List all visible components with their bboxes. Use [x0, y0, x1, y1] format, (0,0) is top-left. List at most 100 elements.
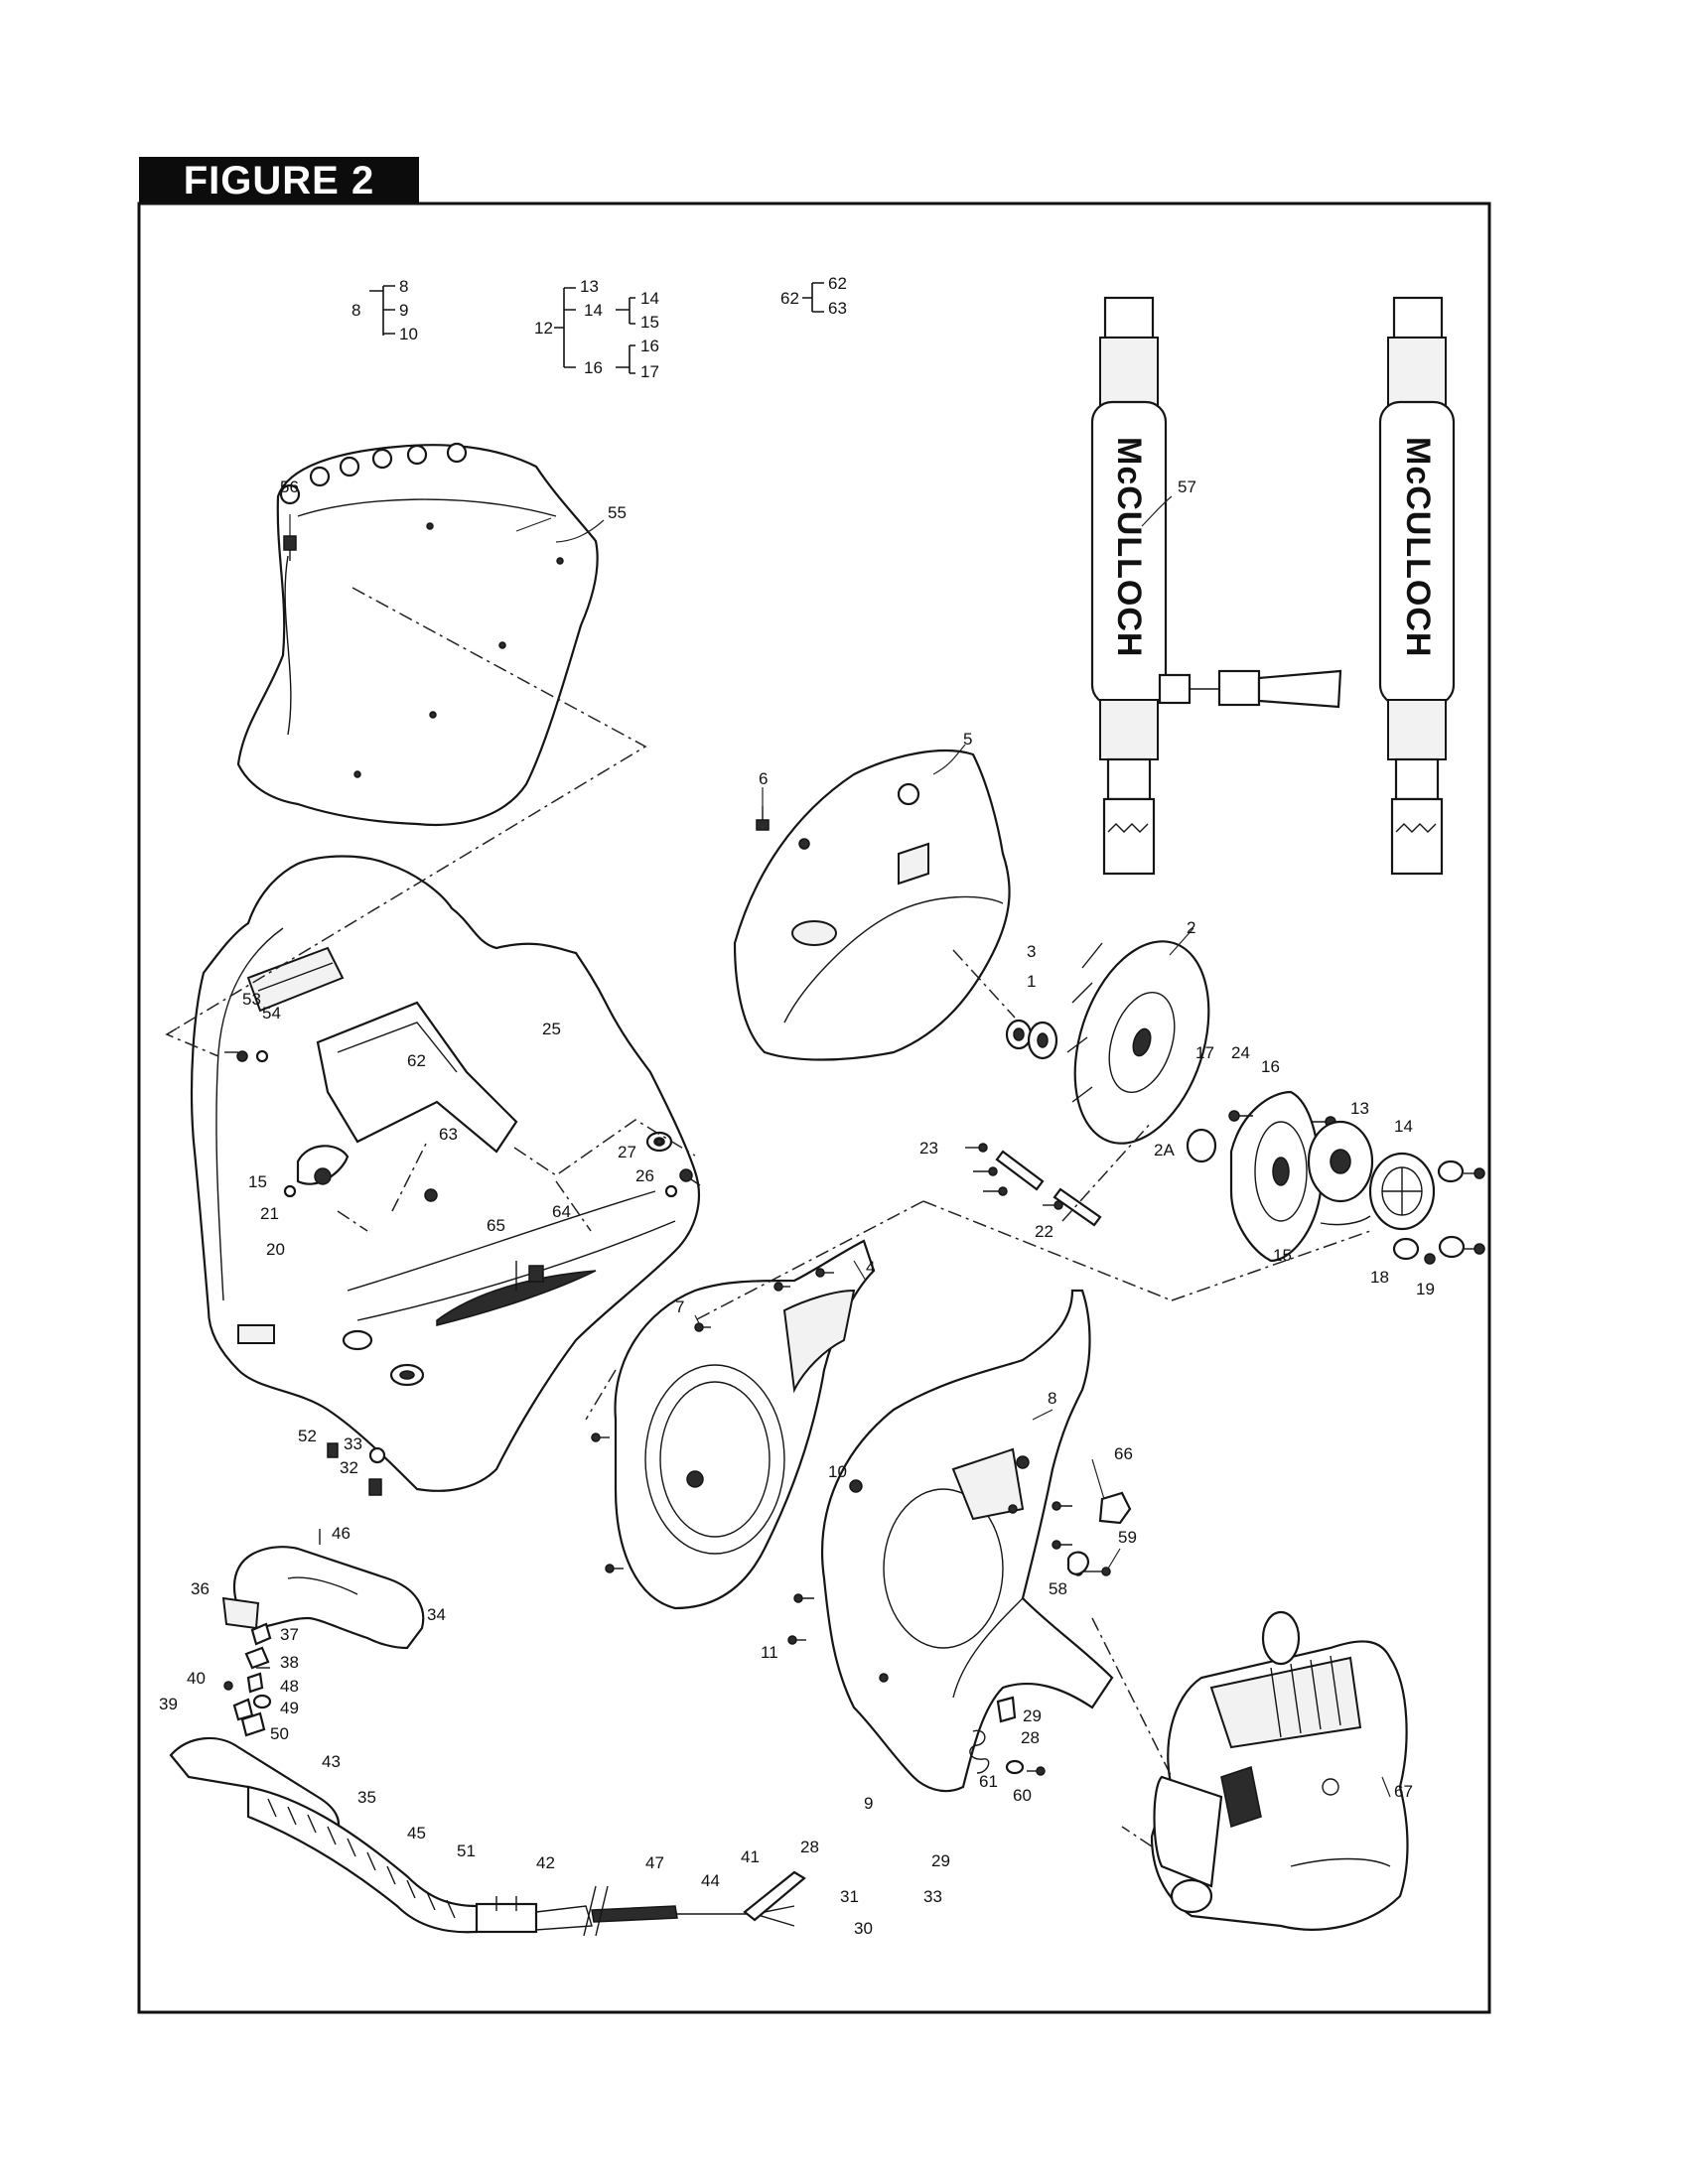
callout-7: 7 — [675, 1297, 684, 1316]
callout-27: 27 — [618, 1143, 636, 1161]
callout-41: 41 — [741, 1847, 760, 1866]
callout-5: 5 — [963, 730, 972, 749]
callout-35: 35 — [357, 1788, 376, 1807]
callout-19: 19 — [1416, 1280, 1435, 1298]
bracket-12-child: 13 — [580, 277, 599, 296]
callout-29: 29 — [931, 1851, 950, 1870]
washers-18-19 — [1392, 1160, 1485, 1265]
callout-40: 40 — [187, 1669, 206, 1688]
bracket-legend-62: 62 62 63 — [780, 274, 847, 318]
screw-6 — [756, 806, 770, 831]
callout-10: 10 — [828, 1462, 847, 1481]
bracket-8-parent: 8 — [351, 301, 360, 320]
strap-logo: McCULLOCH — [1110, 437, 1148, 657]
leader-lines — [289, 495, 1391, 1798]
callout-39: 39 — [159, 1695, 178, 1713]
callout-62: 62 — [407, 1051, 426, 1070]
engine-67 — [1150, 1610, 1409, 1931]
callout-9: 9 — [864, 1794, 873, 1813]
callout-28: 28 — [1021, 1728, 1040, 1747]
callout-37: 37 — [280, 1625, 299, 1644]
callout-15: 15 — [1273, 1246, 1292, 1265]
callout-22: 22 — [1035, 1222, 1053, 1241]
callout-63: 63 — [439, 1125, 458, 1144]
bracket-16-child: 17 — [640, 362, 659, 381]
housing-hardware — [787, 1491, 1132, 1645]
fan-case-4 — [614, 1239, 876, 1610]
callout-48: 48 — [280, 1677, 299, 1696]
backplate-frame-25 — [190, 855, 700, 1492]
starter-housing-16 — [1229, 1090, 1323, 1263]
callout-31: 31 — [840, 1887, 859, 1906]
callout-14: 14 — [1394, 1117, 1413, 1136]
fan-housing-5 — [733, 749, 1011, 1061]
bracket-62-parent: 62 — [780, 289, 799, 308]
callout-59: 59 — [1118, 1528, 1137, 1547]
callout-52: 52 — [298, 1427, 317, 1445]
callout-43: 43 — [322, 1752, 341, 1771]
callout-1: 1 — [1027, 972, 1036, 991]
bracket-legend-8: 8 8 9 10 — [351, 277, 418, 343]
callout-33: 33 — [923, 1887, 942, 1906]
washer-1-nut-3 — [1005, 1019, 1058, 1060]
callout-20: 20 — [266, 1240, 285, 1259]
callout-64: 64 — [552, 1202, 571, 1221]
throttle-trigger-parts — [223, 1622, 272, 1737]
callout-42: 42 — [536, 1853, 555, 1872]
bracket-12-parent: 12 — [534, 319, 553, 338]
handle-34 — [221, 1529, 425, 1650]
shoulder-strap-57: McCULLOCH — [1090, 296, 1192, 876]
callout-60: 60 — [1013, 1786, 1032, 1805]
callout-54: 54 — [262, 1004, 281, 1023]
figure-title: FIGURE 2 — [139, 157, 419, 205]
blower-housing-8 — [820, 1289, 1114, 1793]
diagram-frame — [137, 202, 1491, 2014]
washer-2a — [1186, 1128, 1217, 1163]
callout-49: 49 — [280, 1699, 299, 1717]
impeller-2 — [1066, 940, 1210, 1145]
throttle-spring-parts — [969, 1696, 1046, 1776]
callout-36: 36 — [191, 1579, 210, 1598]
bracket-14-child: 15 — [640, 313, 659, 332]
callout-18: 18 — [1370, 1268, 1389, 1287]
callout-66: 66 — [1114, 1444, 1133, 1463]
callout-15: 15 — [248, 1172, 267, 1191]
bracket-16-parent: 16 — [584, 358, 603, 377]
bracket-16-child: 16 — [640, 337, 659, 355]
callout-33: 33 — [344, 1434, 362, 1453]
knob-66 — [1098, 1491, 1132, 1525]
tube-and-cable — [169, 1736, 806, 1937]
clamp-58 — [1066, 1551, 1090, 1575]
screws-7 — [591, 1268, 834, 1573]
bracket-62-child: 62 — [828, 274, 847, 293]
callout-46: 46 — [332, 1524, 351, 1543]
callout-44: 44 — [701, 1871, 720, 1890]
callout-3: 3 — [1027, 942, 1036, 961]
starter-pawls-22-23 — [965, 1143, 1102, 1227]
callout-58: 58 — [1049, 1579, 1067, 1598]
callout-53: 53 — [242, 990, 261, 1009]
callout-30: 30 — [854, 1919, 873, 1938]
callout-labels: 1 2 2A 3 4 5 6 7 8 9 10 11 13 14 15 15 1… — [159, 478, 1435, 1938]
callout-6: 6 — [759, 769, 768, 788]
callout-25: 25 — [542, 1020, 561, 1038]
hardware-backplate — [224, 1049, 701, 1496]
callout-2a: 2A — [1154, 1141, 1175, 1160]
callout-45: 45 — [407, 1824, 426, 1843]
assembly-lines — [165, 587, 1371, 1847]
callout-11: 11 — [761, 1643, 778, 1662]
callout-29: 29 — [1023, 1706, 1042, 1725]
callout-56: 56 — [280, 478, 299, 496]
recoil-spring-14 — [1320, 1152, 1436, 1231]
bracket-8-child: 9 — [399, 301, 408, 320]
callout-8: 8 — [1048, 1389, 1056, 1408]
callout-26: 26 — [635, 1166, 654, 1185]
bracket-14-child: 14 — [640, 289, 659, 308]
bracket-62-child: 63 — [828, 299, 847, 318]
bracket-8-child: 10 — [399, 325, 418, 343]
bracket-8-child: 8 — [399, 277, 408, 296]
callout-57: 57 — [1178, 478, 1196, 496]
callout-47: 47 — [645, 1853, 664, 1872]
callout-17: 17 — [1195, 1043, 1214, 1062]
